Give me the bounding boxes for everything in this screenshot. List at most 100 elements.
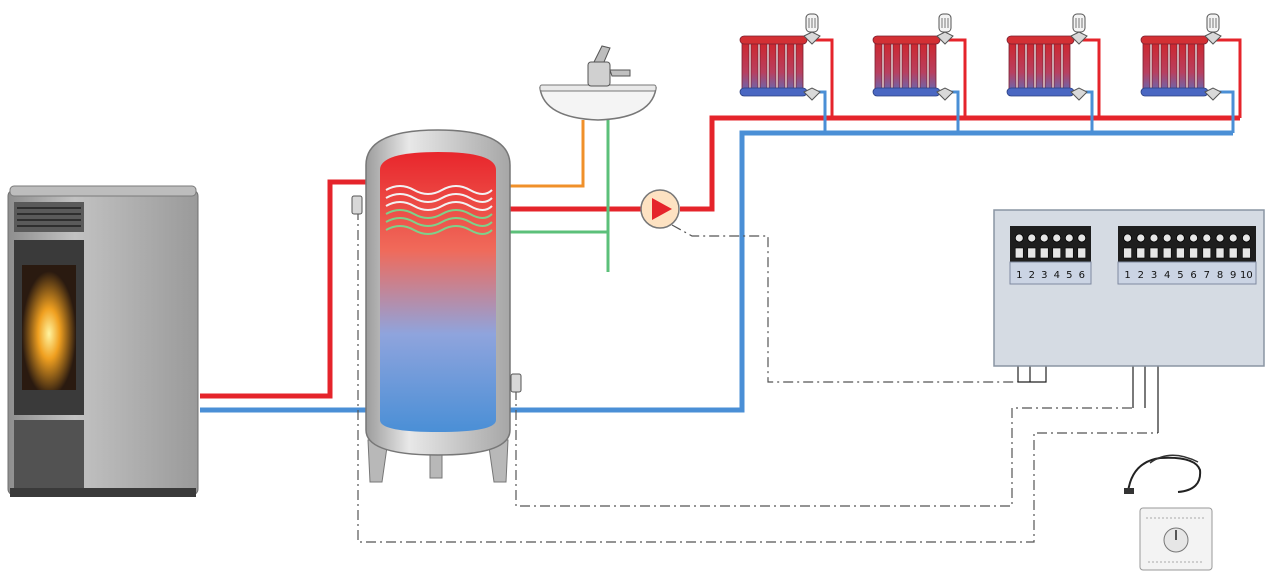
terminal-screw [1064,233,1074,243]
terminal-clamp [1052,247,1062,259]
radiators [739,13,1222,101]
radiator-column [759,39,768,95]
stove-base [10,488,196,497]
radiator-column [1026,39,1035,95]
radiator-column [892,39,901,95]
terminal-label: 4 [1054,270,1060,281]
buffer-tank [351,129,522,483]
tank-probe-top [351,195,363,215]
terminal-label: 6 [1079,270,1085,281]
radiator-2 [872,13,954,101]
terminal-label: 10 [1240,270,1253,281]
terminal-clamp [1149,247,1159,259]
terminal-clamp [1176,247,1185,259]
terminal-screw [1176,233,1185,243]
sanitary-hot-pipe [508,120,585,188]
radiator-column [928,39,937,95]
lockshield-valve-icon [803,87,821,101]
thermostatic-valve-icon [936,13,954,45]
terminal-screw [1039,233,1049,243]
lockshield-valve-icon [1204,87,1222,101]
radiator-column [1196,39,1205,95]
terminal-clamp [1064,247,1074,259]
hot-flow-pipe-to-radiators [680,115,1240,212]
wash-basin [539,45,657,121]
radiator-column [1142,39,1151,95]
stove-ash-drawer [14,420,84,490]
radiator-bottom-header [872,87,941,97]
radiator-bottom-header [739,87,808,97]
terminal-label: 5 [1177,270,1183,281]
terminal-screw [1014,233,1024,243]
terminal-screw [1242,233,1251,243]
sink-bowl [539,87,657,121]
terminal-screw [1189,233,1198,243]
terminal-label: 1 [1016,270,1022,281]
terminal-screw [1149,233,1159,243]
terminal-label: 9 [1230,270,1236,281]
radiator-4 [1140,13,1222,101]
terminal-label: 3 [1151,270,1157,281]
radiator-column [1178,39,1187,95]
terminal-clamp [1162,247,1172,259]
stove-fire-window [22,265,76,390]
temperature-probe [1124,454,1202,494]
radiator-column [919,39,928,95]
terminal-label-strip [1117,261,1257,285]
terminal-clamp [1242,247,1251,259]
terminal-label: 8 [1217,270,1223,281]
pump-wire [671,224,1018,383]
radiator-column [1062,39,1071,95]
terminal-screw [1162,233,1172,243]
terminal-screw [1123,233,1132,243]
terminal-clamp [1202,247,1212,259]
radiator-column [1017,39,1026,95]
radiator-column [1160,39,1169,95]
terminal-clamp [1039,247,1049,259]
tank-probe-wire-top [357,210,1158,543]
terminal-label: 2 [1029,270,1035,281]
radiator-column [1044,39,1053,95]
terminal-label: 4 [1164,270,1170,281]
pump-arrow-icon [652,198,672,220]
terminal-label: 3 [1041,270,1047,281]
thermostatic-valve-icon [1204,13,1222,45]
tank-heat-exchanger-coil [385,185,493,235]
terminal-screw [1077,233,1087,243]
thermostatic-valve-icon [1070,13,1088,45]
radiator-top-header [872,35,941,45]
terminal-screw [1202,233,1212,243]
radiator-column [777,39,786,95]
radiator-column [1151,39,1160,95]
terminal-clamp [1027,247,1037,259]
radiator-column [1187,39,1196,95]
thermostatic-valve-icon [803,13,821,45]
radiator-column [795,39,804,95]
terminal-label: 2 [1138,270,1144,281]
radiator-column [1008,39,1017,95]
pipework [200,38,1242,413]
radiator-top-header [739,35,808,45]
radiator-top-header [1140,35,1209,45]
terminal-label: 7 [1204,270,1210,281]
lockshield-valve-icon [1070,87,1088,101]
terminal-screw [1215,233,1225,243]
lockshield-valve-icon [936,87,954,101]
radiator-top-header [1006,35,1075,45]
radiator-column [750,39,759,95]
terminal-clamp [1228,247,1238,259]
terminal-clamp [1123,247,1132,259]
terminal-label: 5 [1066,270,1072,281]
radiator-column [1053,39,1062,95]
terminal-label: 1 [1124,270,1130,281]
radiator-column [741,39,750,95]
radiator-column [786,39,795,95]
radiator-column [1169,39,1178,95]
faucet-icon [587,45,631,87]
radiator-column [910,39,919,95]
tank-probe-wire-bottom [515,390,1133,507]
terminal-clamp [1215,247,1225,259]
radiator-column [901,39,910,95]
